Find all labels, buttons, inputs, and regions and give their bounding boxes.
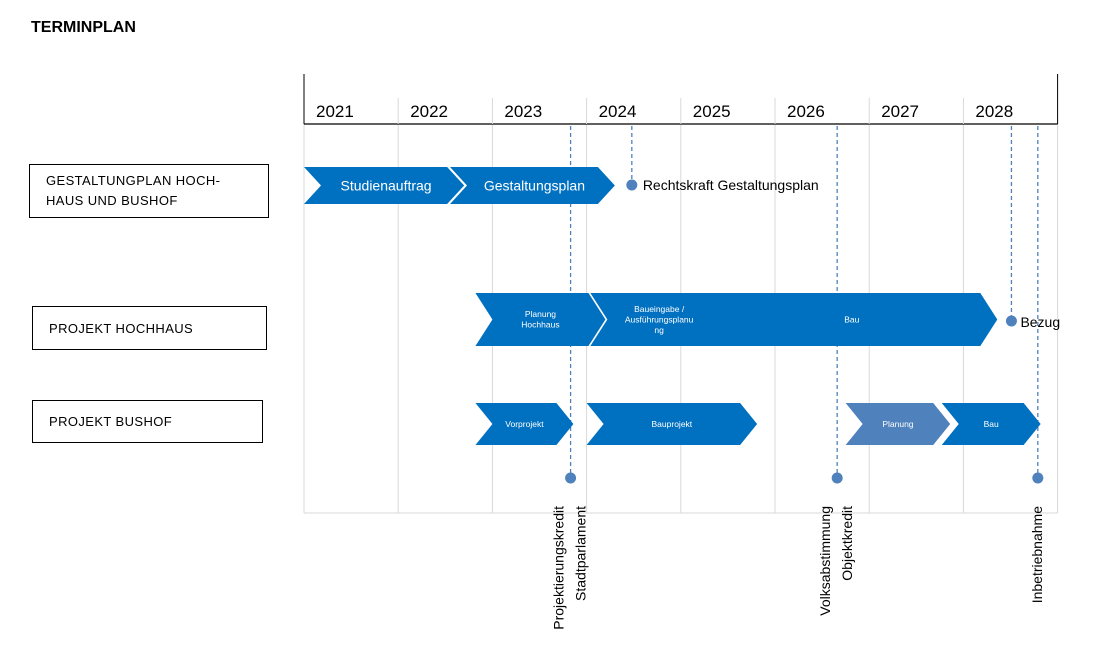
phase-label-line: ng	[654, 325, 664, 335]
year-label: 2023	[504, 102, 542, 121]
phase-label-line: Studienauftrag	[341, 177, 432, 193]
phase-chevron	[706, 293, 998, 346]
year-label: 2022	[410, 102, 448, 121]
phase-label-line: Bau	[844, 314, 859, 324]
row-label-text: GESTALTUNGPLAN HOCH- HAUS UND BUSHOF	[46, 173, 221, 208]
year-label: 2028	[975, 102, 1013, 121]
phase-chevron	[475, 403, 574, 445]
phase-chevron	[941, 403, 1041, 445]
phase-chevron	[590, 293, 728, 346]
milestone-label-line: Stadtparlament	[573, 506, 589, 601]
phase-chevron	[845, 403, 951, 445]
milestone-label-line: Projektierungskredit	[551, 506, 567, 630]
phase-label-line: Planung	[882, 419, 913, 429]
milestone-dot	[565, 472, 577, 484]
phase-label-line: Hochhaus	[521, 320, 559, 330]
year-label: 2025	[693, 102, 731, 121]
milestone-dot	[831, 472, 843, 484]
milestone-label-line: Objektkredit	[839, 506, 855, 581]
row-label-text: PROJEKT HOCHHAUS	[49, 320, 194, 336]
phase-label-line: Ausführungsplanu	[625, 314, 694, 324]
row-label-gestaltungsplan: GESTALTUNGPLAN HOCH- HAUS UND BUSHOF	[29, 164, 269, 218]
phase-label-line: Planung	[525, 309, 556, 319]
phase-chevron	[450, 167, 615, 204]
milestone-label-line: Volksabstimmung	[817, 506, 833, 616]
page-title: TERMINPLAN	[31, 19, 136, 36]
event-dot	[626, 179, 638, 191]
phase-chevron	[475, 293, 606, 346]
event-label: Rechtskraft Gestaltungsplan	[643, 177, 819, 193]
event-label: Bezug	[1020, 314, 1060, 330]
event-dot	[1005, 315, 1017, 327]
year-label: 2026	[787, 102, 825, 121]
year-label: 2027	[881, 102, 919, 121]
phase-label-line: Vorprojekt	[505, 419, 544, 429]
phase-chevron	[586, 403, 758, 445]
year-label: 2024	[599, 102, 637, 121]
phase-label-line: Bau	[984, 419, 999, 429]
phase-chevron	[304, 167, 465, 204]
phase-label-line: Gestaltungsplan	[484, 177, 585, 193]
year-label: 2021	[316, 102, 354, 121]
phase-label-line: Baueingabe /	[634, 304, 685, 314]
milestone-dot	[1032, 472, 1044, 484]
phase-label-line: Bauprojekt	[652, 419, 693, 429]
row-label-hochhaus: PROJEKT HOCHHAUS	[32, 306, 267, 350]
row-label-bushof: PROJEKT BUSHOF	[32, 400, 263, 443]
row-label-text: PROJEKT BUSHOF	[49, 414, 173, 429]
milestone-label-line: Inbetriebnahme	[1029, 506, 1045, 604]
